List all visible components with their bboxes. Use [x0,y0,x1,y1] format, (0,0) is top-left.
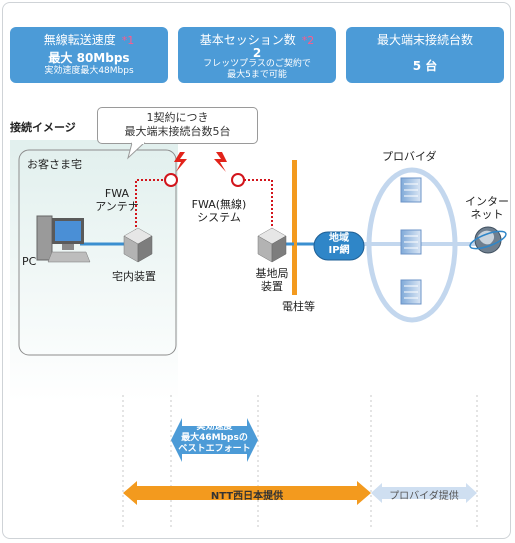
outer-frame [2,2,511,539]
spec-wireless-speed: 無線転送速度 *1 最大 80Mbps 実効速度最大48Mbps [10,27,168,83]
fwa-antenna-label: FWA アンテナ [95,187,139,213]
note-mark: *2 [301,34,315,47]
antenna-icon [231,173,245,187]
utility-pole [292,160,297,295]
pole-label: 電柱等 [282,300,315,313]
home-label: お客さま宅 [27,158,82,171]
base-station-icon [257,227,287,263]
regional-ip-network [313,231,365,261]
regional-ip-label: 地域 IP網 [328,233,350,256]
spec-sub: 実効速度最大48Mbps [44,66,134,76]
ntt-range-arrow [123,481,371,505]
section-title: 接続イメージ [10,121,76,134]
spec-value: 最大 80Mbps [48,51,130,65]
server-icon [400,177,422,203]
antenna-icon [164,173,178,187]
provider-label: プロバイダ [382,150,437,163]
pc-label: PC [22,255,37,268]
spec-value: 5 台 [412,59,438,73]
max-devices-callout: 1契約につき 最大端末接続台数5台 [97,107,258,144]
ntt-provided-label: NTT西日本提供 [210,491,284,502]
indoor-unit-label: 宅内装置 [112,270,156,283]
server-icon [400,229,422,255]
server-icon [400,279,422,305]
spec-title: 無線転送速度 [43,33,116,47]
spec-sessions: 基本セッション数 *2 2 フレッツプラスのご契約で 最大5まで可能 [178,27,336,83]
note-mark: *1 [121,34,135,47]
pc-icon [36,215,91,263]
home-area [18,149,177,356]
spec-sub: フレッツプラスのご契約で 最大5まで可能 [203,59,311,80]
wireless-bolt-icon [214,152,227,172]
speed-range-arrow [171,418,258,462]
spec-title: 基本セッション数 [199,33,296,47]
internet-globe-icon [469,226,507,254]
indoor-unit-icon [123,227,153,263]
home-area-shadow [10,140,178,402]
callout-text: 1契約につき 最大端末接続台数5台 [124,111,231,138]
base-station-label: 基地局 装置 [255,267,289,293]
base-station-link [244,179,273,232]
spec-max-devices: 最大端末接続台数 5 台 [346,27,504,83]
spec-title: 最大端末接続台数 [376,33,473,47]
internet-label: インター ネット [465,195,509,221]
spec-value: 2 [252,46,262,60]
provider-range-arrow [371,483,477,503]
wireless-bolt-icon [174,152,187,172]
provider-provided-label: プロバイダ提供 [389,491,459,502]
speed-badge-text: 実効速度 最大46Mbpsの ベストエフォート [178,422,251,454]
fwa-system-label: FWA(無線) システム [191,198,247,224]
